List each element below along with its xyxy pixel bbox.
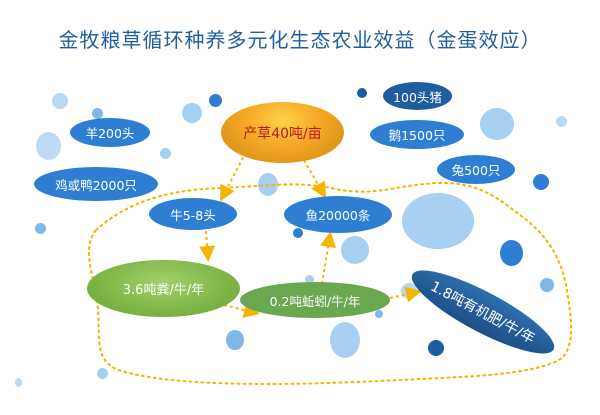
bubble xyxy=(226,330,244,350)
node-pig: 100头猪 xyxy=(383,82,452,110)
bubble xyxy=(500,240,523,266)
bubble xyxy=(182,103,202,123)
bubble xyxy=(36,132,61,160)
bubble xyxy=(330,322,360,358)
node-earthworm: 0.2吨蚯蚓/牛/年 xyxy=(240,282,390,318)
bubble xyxy=(341,236,369,264)
bubble xyxy=(97,368,108,379)
ecosystem-boundary xyxy=(87,181,573,386)
bubble xyxy=(52,93,68,109)
arrow-earthworm-to-fish xyxy=(320,231,336,285)
node-grass-yield: 产草40吨/亩 xyxy=(221,102,344,163)
bubble xyxy=(428,340,444,356)
bubble xyxy=(209,94,222,107)
arrow-grass-to-fish xyxy=(303,159,326,199)
arrow-cattle-to-manure xyxy=(199,230,216,262)
bubble xyxy=(293,228,303,238)
bubble xyxy=(556,116,567,127)
node-fish: 鱼20000条 xyxy=(284,196,392,233)
bubble xyxy=(35,223,46,234)
arrow-grass-to-cattle xyxy=(220,151,247,202)
bubble xyxy=(533,174,549,190)
bubble xyxy=(480,108,514,140)
node-goose: 鹅1500只 xyxy=(370,120,464,149)
diagram-title: 金牧粮草循环种养多元化生态农业效益（金蛋效应） xyxy=(58,28,542,52)
node-chicken-duck: 鸡或鸭2000只 xyxy=(34,167,158,201)
bubble xyxy=(15,378,22,387)
bubble xyxy=(357,88,367,98)
arrow-earthworm-to-fertilizer xyxy=(389,286,422,303)
bubble xyxy=(305,275,314,284)
bubble xyxy=(375,310,383,318)
bubble xyxy=(540,278,554,292)
bubble xyxy=(92,108,103,119)
node-manure: 3.6吨粪/牛/年 xyxy=(87,260,240,317)
bubble xyxy=(160,148,171,159)
node-sheep: 羊200头 xyxy=(70,118,150,147)
bubble xyxy=(402,193,474,249)
node-cattle: 牛5-8头 xyxy=(149,198,237,230)
node-rabbit: 兔500只 xyxy=(437,155,515,184)
